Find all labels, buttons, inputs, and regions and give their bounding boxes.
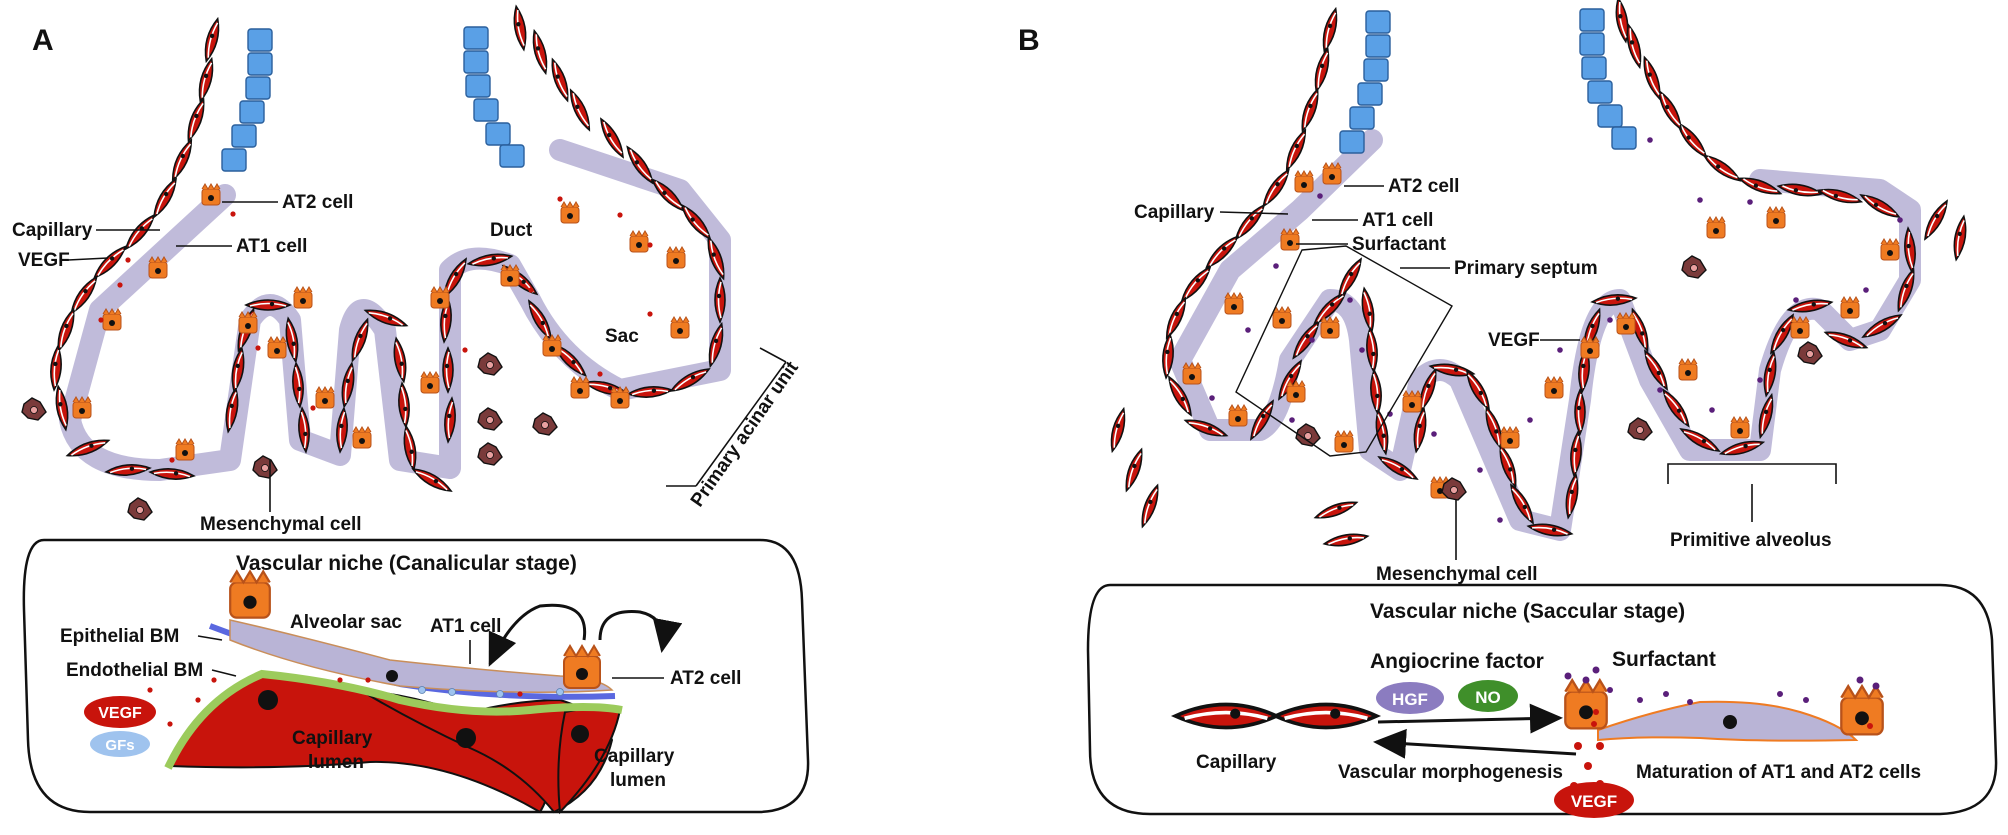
- label-duct-a: Duct: [490, 220, 533, 241]
- no-pill-text: NO: [1475, 688, 1501, 707]
- label-primary-septum: Primary septum: [1454, 258, 1598, 279]
- label-at2-b: AT2 cell: [1388, 176, 1459, 197]
- label-vegf-b: VEGF: [1488, 330, 1540, 351]
- vegf-pill-a: [84, 696, 156, 728]
- primary-septum-box: [1235, 245, 1453, 457]
- at2-cell-niche-a-left: [229, 570, 271, 619]
- label-capillary-lumen-2b: lumen: [610, 770, 666, 791]
- label-at2-niche-a: AT2 cell: [670, 668, 741, 689]
- hgf-pill-text: HGF: [1392, 690, 1428, 709]
- label-surfactant-b: Surfactant: [1352, 234, 1447, 255]
- label-alveolar-sac: Alveolar sac: [290, 612, 402, 633]
- vegf-dots-a: [98, 196, 653, 463]
- label-capillary-lumen-1a: Capillary: [292, 728, 373, 749]
- panel-a-letter: A: [32, 24, 54, 57]
- at2-cell-niche-b-right: [1840, 684, 1884, 736]
- gfs-pill: [90, 731, 150, 757]
- endothelial-bm-line: [164, 669, 623, 770]
- vegf-pill-b-text: VEGF: [1571, 792, 1617, 811]
- label-capillary-a: Capillary: [12, 220, 93, 241]
- primary-acinar-bracket: [666, 347, 787, 487]
- duct-epithelium-a: [221, 26, 525, 172]
- niche-title-b: Vascular niche (Saccular stage): [1370, 600, 1685, 623]
- label-surfactant-niche-b: Surfactant: [1612, 648, 1716, 671]
- at2-cell-niche-b-left: [1564, 678, 1608, 730]
- vegf-pill-a-text: VEGF: [98, 705, 142, 722]
- at2-cell-niche-a-right: [563, 645, 601, 689]
- label-at2-a: AT2 cell: [282, 192, 353, 213]
- label-endothelial-bm: Endothelial BM: [66, 660, 203, 681]
- gfs-pill-text: GFs: [105, 737, 134, 754]
- label-capillary-b: Capillary: [1134, 202, 1215, 223]
- no-pill: [1458, 680, 1518, 712]
- label-vegf-a: VEGF: [18, 250, 70, 271]
- vegf-pill-b: [1554, 782, 1634, 818]
- niche-box-b: [1086, 583, 1998, 816]
- label-maturation: Maturation of AT1 and AT2 cells: [1636, 762, 1921, 783]
- surfactant-dots-b: [1209, 137, 1903, 523]
- duct-epithelium-b: [1339, 8, 1637, 154]
- label-epithelial-bm: Epithelial BM: [60, 626, 179, 647]
- hgf-pill: [1376, 682, 1444, 714]
- label-angiocrine: Angiocrine factor: [1370, 650, 1544, 673]
- label-capillary-lumen-1b: lumen: [308, 752, 364, 773]
- label-at1-b: AT1 cell: [1362, 210, 1433, 231]
- label-mesenchymal-a: Mesenchymal cell: [200, 514, 362, 535]
- label-at1-a: AT1 cell: [236, 236, 307, 257]
- label-primitive-alveolus: Primitive alveolus: [1670, 530, 1832, 551]
- label-capillary-niche-b: Capillary: [1196, 752, 1277, 773]
- niche-title-a: Vascular niche (Canalicular stage): [236, 552, 577, 575]
- panel-b-letter: B: [1018, 24, 1040, 57]
- label-mesenchymal-b: Mesenchymal cell: [1376, 564, 1538, 585]
- label-sac-a: Sac: [605, 326, 639, 347]
- label-at1-niche-a: AT1 cell: [430, 616, 501, 637]
- label-vascular-morphogenesis: Vascular morphogenesis: [1338, 762, 1563, 783]
- at1-cell-niche-a: [229, 619, 614, 693]
- label-capillary-lumen-2a: Capillary: [594, 746, 675, 767]
- primitive-alveolus-bracket: [1667, 463, 1837, 522]
